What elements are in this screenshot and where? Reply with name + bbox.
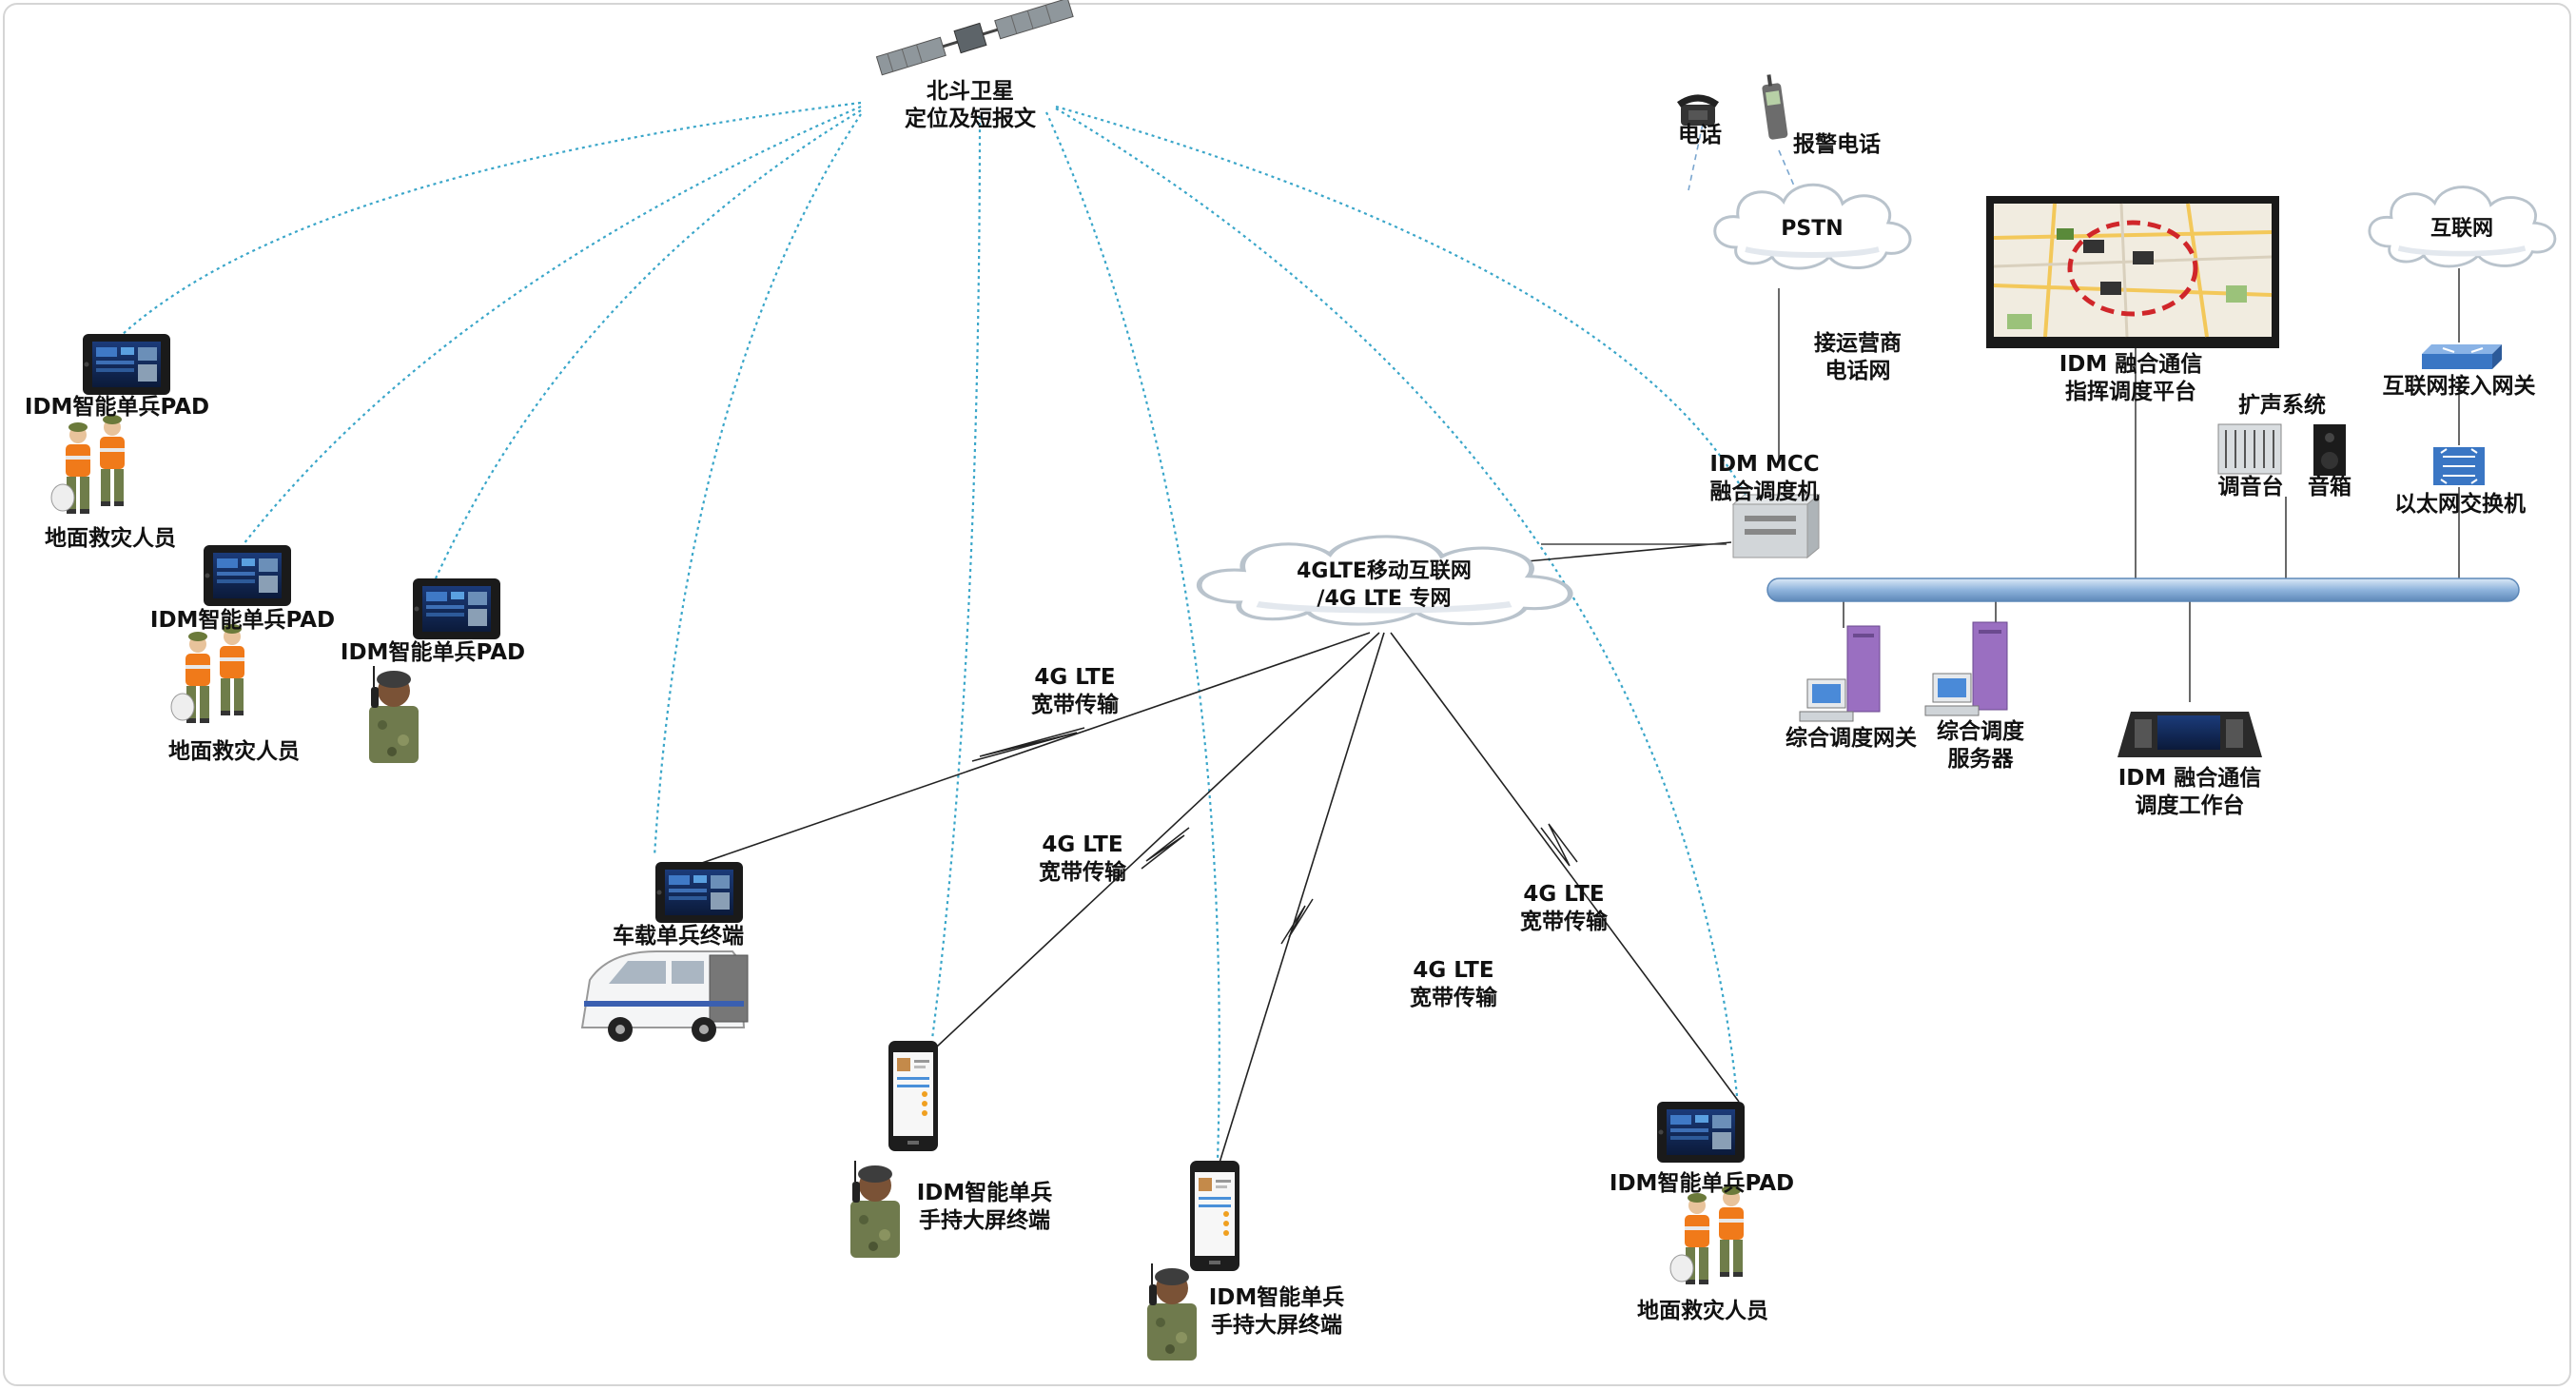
mobile-phone-icon [1762,74,1788,140]
diagram-frame [3,3,2571,1386]
satellite-icon [875,0,1074,76]
speaker-label: 音箱 [2308,475,2352,499]
vehicle-terminal-label: 车载单兵终端 [613,924,744,949]
satellite-name: 北斗卫星 [927,79,1014,104]
command-display-screen [1986,196,2279,348]
wired-links [1541,123,2460,702]
mixer-console-label: 调音台 [2217,475,2284,499]
soldier-with-radio-figure [1147,1263,1197,1361]
pad-icon [655,862,743,923]
satellite-link [653,113,862,857]
vehicle-icon [580,950,749,1042]
satellite-service: 定位及短报文 [905,107,1036,131]
ethernet-bus [1766,578,2520,602]
pa-system-title: 扩声系统 [2238,393,2326,418]
internet-gateway-label: 互联网接入网关 [2382,374,2536,399]
satellite-link [1055,108,1739,1097]
satellite-link [243,105,862,545]
lte-link [936,632,1380,1047]
handheld-terminal-icon [888,1041,938,1151]
dispatch-gateway-label: 综合调度网关 [1786,726,1917,751]
carrier-network-label: 接运营商 电话网 [1814,331,1902,383]
internet-gateway-icon [2422,344,2502,369]
rescue-personnel-figure [171,624,244,723]
rescue-personnel-label: 地面救灾人员 [168,739,300,764]
satellite-links [121,101,1747,1162]
rescue-personnel-label: 地面救灾人员 [1637,1299,1768,1323]
internet-cloud-label: 互联网 [2430,217,2493,241]
handheld-terminal-label: IDM智能单兵 手持大屏终端 [1208,1285,1345,1338]
desk-phone-label: 电话 [1678,123,1722,147]
satellite-link [930,115,982,1040]
satellite-label: 北斗卫星 定位及短报文 [870,78,1070,133]
satellite-link [435,109,862,579]
pad-icon [1657,1102,1745,1163]
lte-link-label: 4G LTE 宽带传输 [1520,882,1608,934]
dispatch-workstation-label: IDM 融合通信 调度工作台 [2117,766,2262,818]
ethernet-switch-label: 以太网交换机 [2394,492,2526,517]
speaker-icon [2313,424,2346,476]
desk-phone-icon [1676,94,1720,126]
dispatch-workstation-icon [2117,712,2262,757]
lte-link [1526,541,1732,562]
mcc-label: IDM MCC 融合调度机 [1709,452,1820,504]
wireless-link-markers [971,727,1578,945]
pad-label: IDM智能单兵PAD [340,640,526,665]
ethernet-switch-icon [2433,447,2485,485]
soldier-with-radio-figure [369,666,419,763]
lte-link-label: 4G LTE 宽带传输 [1410,958,1497,1010]
pad-label: IDM智能单兵PAD [1609,1171,1795,1196]
pstn-cloud-label: PSTN [1781,217,1844,241]
alarm-phone-label: 报警电话 [1793,132,1881,157]
lte-link-label: 4G LTE 宽带传输 [1039,832,1126,885]
pad-label: IDM智能单兵PAD [149,608,336,633]
lte-link [1219,632,1385,1164]
pad-icon [83,334,170,395]
dispatch-server-label: 综合调度 服务器 [1937,719,2024,772]
soldier-with-radio-figure [850,1161,900,1258]
lte-cloud-label: 4GLTE移动互联网 /4G LTE 专网 [1297,559,1472,611]
pad-label: IDM智能单兵PAD [24,395,210,420]
pad-icon [204,545,291,606]
mcc-server-icon [1731,493,1821,559]
satellite-link [121,101,862,336]
rescue-personnel-label: 地面救灾人员 [45,526,176,551]
rescue-personnel-figure [1670,1185,1744,1284]
mixer-console-icon [2217,423,2282,475]
lte-link-label: 4G LTE 宽带传输 [1031,665,1119,717]
satellite-link [1055,105,1747,496]
satellite-link [1044,111,1220,1162]
gateway-pc-icon [1799,625,1881,722]
lte-link [698,632,1371,865]
lte-link [1390,632,1740,1103]
pad-icon [413,578,500,639]
server-pc-icon [1924,621,2008,716]
handheld-terminal-label: IDM智能单兵 手持大屏终端 [916,1181,1053,1233]
command-platform-label: IDM 融合通信 指挥调度平台 [2059,352,2203,404]
rescue-personnel-figure [51,415,125,514]
handheld-terminal-icon [1190,1161,1239,1271]
lte-links [698,541,1740,1164]
